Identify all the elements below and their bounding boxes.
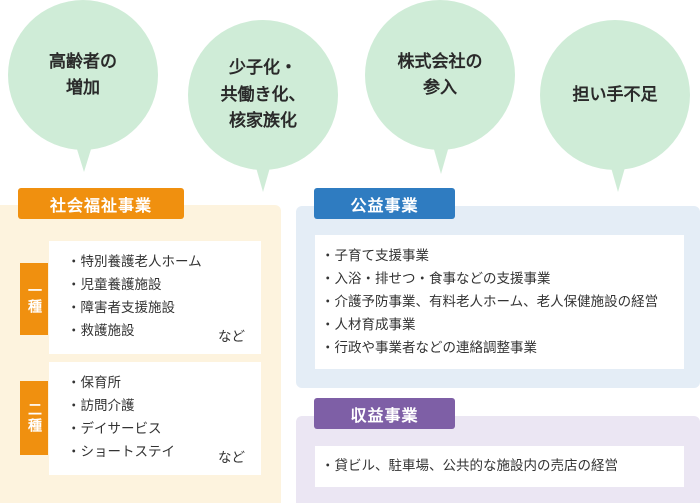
bubble-tail <box>610 164 626 192</box>
list-item: ・介護予防事業、有料老人ホーム、老人保健施設の経営 <box>321 294 659 310</box>
list-item: ・訪問介護 <box>67 398 135 414</box>
list-item: ・行政や事業者などの連絡調整事業 <box>321 340 537 356</box>
public-interest-box: ・子育て支援事業 ・入浴・排せつ・食事などの支援事業 ・介護予防事業、有料老人ホ… <box>315 235 684 369</box>
list-item: ・デイサービス <box>67 421 162 437</box>
type1-box: ・特別養護老人ホーム ・児童養護施設 ・障害者支援施設 ・救護施設 など <box>49 241 261 354</box>
list-item: ・子育て支援事業 <box>321 248 429 264</box>
type2-label: 二種 <box>20 381 48 455</box>
bubble-low-birthrate: 少子化・ 共働き化、 核家族化 <box>188 20 338 170</box>
type1-label: 一種 <box>20 263 48 335</box>
type2-etc: など <box>218 450 245 466</box>
bubble-tail <box>255 164 271 192</box>
list-item: ・ショートステイ <box>67 444 175 460</box>
list-item: ・貸ビル、駐車場、公共的な施設内の売店の経営 <box>321 458 618 474</box>
bubble-label: 担い手不足 <box>572 84 658 105</box>
list-item: ・障害者支援施設 <box>67 300 175 316</box>
social-welfare-title: 社会福祉事業 <box>18 188 184 219</box>
list-item: ・特別養護老人ホーム <box>67 254 202 270</box>
profit-title: 収益事業 <box>314 398 455 429</box>
type1-etc: など <box>218 329 245 345</box>
type2-box: ・保育所 ・訪問介護 ・デイサービス ・ショートステイ など <box>49 362 261 475</box>
bubble-aging-population: 高齢者の 増加 <box>8 0 158 150</box>
bubble-labor-shortage: 担い手不足 <box>540 20 690 170</box>
type1-list: ・特別養護老人ホーム ・児童養護施設 ・障害者支援施設 ・救護施設 <box>49 241 261 343</box>
bubble-tail <box>76 146 92 172</box>
bubble-tail <box>433 146 449 174</box>
list-item: ・人材育成事業 <box>321 317 416 333</box>
public-interest-title: 公益事業 <box>314 188 455 219</box>
profit-list: ・貸ビル、駐車場、公共的な施設内の売店の経営 <box>315 446 684 478</box>
bubble-label: 少子化・ 共働き化、 核家族化 <box>220 58 306 132</box>
public-interest-list: ・子育て支援事業 ・入浴・排せつ・食事などの支援事業 ・介護予防事業、有料老人ホ… <box>315 235 684 360</box>
list-item: ・児童養護施設 <box>67 277 162 293</box>
list-item: ・入浴・排せつ・食事などの支援事業 <box>321 271 551 287</box>
type2-list: ・保育所 ・訪問介護 ・デイサービス ・ショートステイ <box>49 362 261 464</box>
bubble-label: 高齢者の 増加 <box>49 51 117 98</box>
bubble-corporate-entry: 株式会社の 参入 <box>365 0 515 150</box>
list-item: ・救護施設 <box>67 323 135 339</box>
profit-box: ・貸ビル、駐車場、公共的な施設内の売店の経営 <box>315 446 684 487</box>
bubble-label: 株式会社の 参入 <box>397 51 483 98</box>
list-item: ・保育所 <box>67 375 121 391</box>
